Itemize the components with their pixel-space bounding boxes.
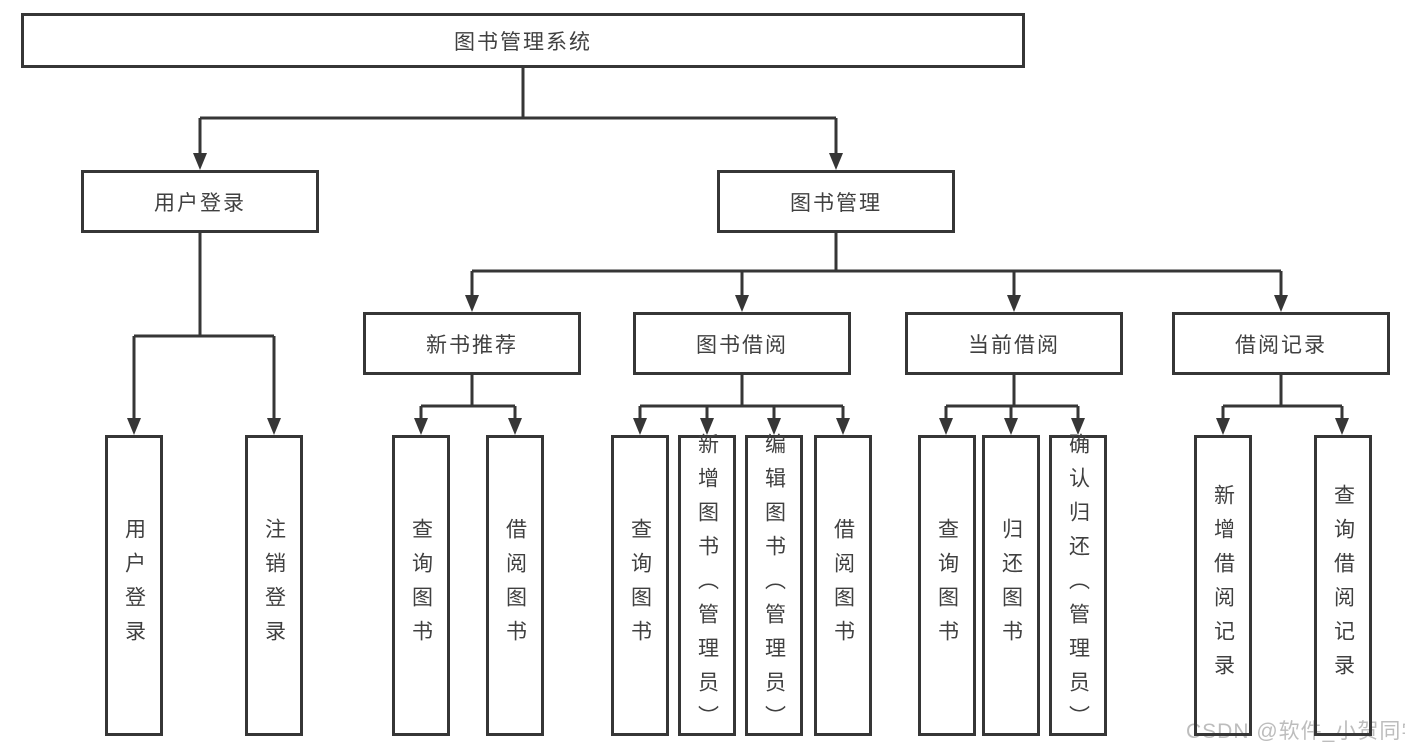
node-book-borrowing: 图书借阅 xyxy=(633,312,851,375)
node-new-book-recommend-label: 新书推荐 xyxy=(426,333,518,357)
csdn-watermark: CSDN @软件_小贺同学 xyxy=(1186,720,1405,743)
leaf-query-books-borrowing-label: 查询图书 xyxy=(628,517,652,654)
leaf-borrow-books-recommend-label: 借阅图书 xyxy=(503,517,527,654)
node-current-borrowing: 当前借阅 xyxy=(905,312,1123,375)
leaf-confirm-return-admin-label: 确认归还（管理员） xyxy=(1066,432,1090,739)
leaf-query-borrow-record-label: 查询借阅记录 xyxy=(1331,483,1355,688)
leaf-edit-books-admin-label: 编辑图书（管理员） xyxy=(762,432,786,739)
node-user-login: 用户登录 xyxy=(81,170,319,233)
node-book-management: 图书管理 xyxy=(717,170,955,233)
leaf-query-books-borrowing: 查询图书 xyxy=(611,435,669,736)
leaf-add-borrow-record: 新增借阅记录 xyxy=(1194,435,1252,736)
leaf-logout: 注销登录 xyxy=(245,435,303,736)
leaf-user-login-label: 用户登录 xyxy=(122,517,146,654)
leaf-add-borrow-record-label: 新增借阅记录 xyxy=(1211,483,1235,688)
node-new-book-recommend: 新书推荐 xyxy=(363,312,581,375)
arrowheads xyxy=(127,153,1349,435)
node-user-login-label: 用户登录 xyxy=(154,191,246,215)
leaf-borrow-books-recommend: 借阅图书 xyxy=(486,435,544,736)
node-borrowing-records: 借阅记录 xyxy=(1172,312,1390,375)
node-book-borrowing-label: 图书借阅 xyxy=(696,333,788,357)
leaf-query-books-current-label: 查询图书 xyxy=(935,517,959,654)
leaf-user-login: 用户登录 xyxy=(105,435,163,736)
leaf-return-books-label: 归还图书 xyxy=(999,517,1023,654)
leaf-query-books-current: 查询图书 xyxy=(918,435,976,736)
leaf-borrow-books-borrowing: 借阅图书 xyxy=(814,435,872,736)
node-root-system: 图书管理系统 xyxy=(21,13,1025,68)
leaf-add-books-admin: 新增图书（管理员） xyxy=(678,432,736,739)
leaf-query-books-recommend: 查询图书 xyxy=(392,435,450,736)
leaf-borrow-books-borrowing-label: 借阅图书 xyxy=(831,517,855,654)
node-root-label: 图书管理系统 xyxy=(454,30,592,54)
leaf-logout-label: 注销登录 xyxy=(262,517,286,654)
leaf-confirm-return-admin: 确认归还（管理员） xyxy=(1049,432,1107,739)
leaf-query-books-recommend-label: 查询图书 xyxy=(409,517,433,654)
node-borrowing-records-label: 借阅记录 xyxy=(1235,333,1327,357)
node-book-management-label: 图书管理 xyxy=(790,191,882,215)
leaf-edit-books-admin: 编辑图书（管理员） xyxy=(745,432,803,739)
leaf-query-borrow-record: 查询借阅记录 xyxy=(1314,435,1372,736)
node-current-borrowing-label: 当前借阅 xyxy=(968,333,1060,357)
leaf-return-books: 归还图书 xyxy=(982,435,1040,736)
leaf-add-books-admin-label: 新增图书（管理员） xyxy=(695,432,719,739)
